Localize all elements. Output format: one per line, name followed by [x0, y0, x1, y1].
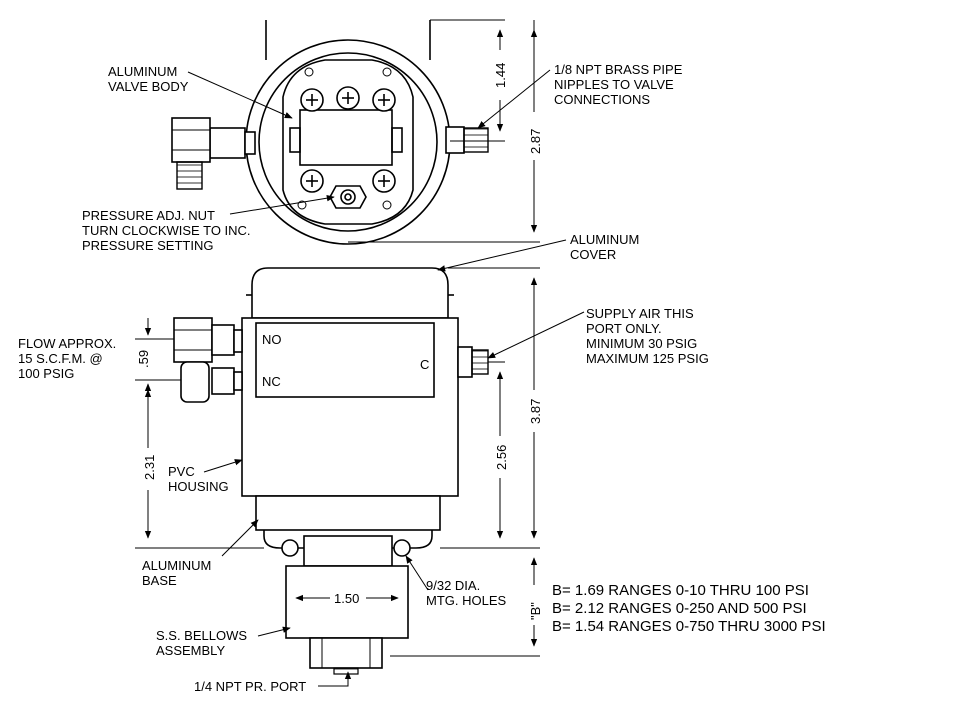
port-label-plate [255, 322, 435, 398]
dimensions: 1.44 2.87 3.87 2.56 "B" .59 2.31 [135, 19, 543, 657]
side-view: NO NC C [173, 267, 489, 675]
mtg-hole-right [393, 539, 411, 557]
label-pvc-housing: PVC HOUSING [168, 464, 229, 494]
dim-2-56: 2.56 [494, 445, 509, 470]
label-mtg-holes: 9/32 DIA. MTG. HOLES [426, 578, 507, 608]
note-b-1: B= 1.69 RANGES 0-10 THRU 100 PSI [552, 582, 809, 599]
dim-b: "B" [528, 602, 543, 620]
dim-1-50: 1.50 [334, 591, 359, 606]
dim-2-87: 2.87 [528, 129, 543, 154]
label-supply-air: SUPPLY AIR THIS PORT ONLY. MINIMUM 30 PS… [586, 306, 709, 366]
leaders [187, 69, 585, 687]
label-valve-body: ALUMINUM VALVE BODY [108, 64, 189, 94]
note-b-2: B= 2.12 RANGES 0-250 AND 500 PSI [552, 600, 807, 617]
right-nipple-fitting [445, 126, 489, 154]
aluminum-base [255, 495, 441, 531]
ss-bellows [285, 565, 409, 639]
port-nc: NC [262, 374, 281, 389]
left-elbow-fitting [171, 117, 256, 190]
screw-icon [372, 169, 396, 193]
port-no: NO [262, 332, 282, 347]
valve-body-block [299, 109, 393, 166]
dim-3-87: 3.87 [528, 399, 543, 424]
supply-air-fitting [457, 346, 489, 378]
dim-2-31: 2.31 [142, 455, 157, 480]
left-side-fittings [173, 317, 243, 403]
pressure-adj-nut-icon [329, 185, 367, 209]
b-range-notes: B= 1.69 RANGES 0-10 THRU 100 PSI B= 2.12… [552, 582, 826, 635]
callouts: ALUMINUM VALVE BODY 1/8 NPT BRASS PIPE N… [18, 62, 709, 694]
label-flow: FLOW APPROX. 15 S.C.F.M. @ 100 PSIG [18, 336, 120, 381]
label-brass-nipples: 1/8 NPT BRASS PIPE NIPPLES TO VALVE CONN… [554, 62, 686, 107]
aluminum-cover [251, 267, 449, 319]
mtg-hole-left [281, 539, 299, 557]
pr-port-fitting [309, 637, 383, 669]
top-view [171, 20, 489, 245]
note-b-3: B= 1.54 RANGES 0-750 THRU 3000 PSI [552, 618, 826, 635]
dim-0-59: .59 [136, 350, 151, 368]
screw-icon [300, 88, 324, 112]
label-bellows: S.S. BELLOWS ASSEMBLY [156, 628, 251, 658]
screw-icon [300, 169, 324, 193]
label-base: ALUMINUM BASE [142, 558, 215, 588]
port-c: C [420, 357, 429, 372]
label-cover: ALUMINUM COVER [570, 232, 643, 262]
label-pr-port: 1/4 NPT PR. PORT [194, 679, 306, 694]
label-pressure-adj: PRESSURE ADJ. NUT TURN CLOCKWISE TO INC.… [82, 208, 254, 253]
screw-icon [336, 86, 360, 110]
dim-1-44: 1.44 [493, 63, 508, 88]
screw-icon [372, 88, 396, 112]
